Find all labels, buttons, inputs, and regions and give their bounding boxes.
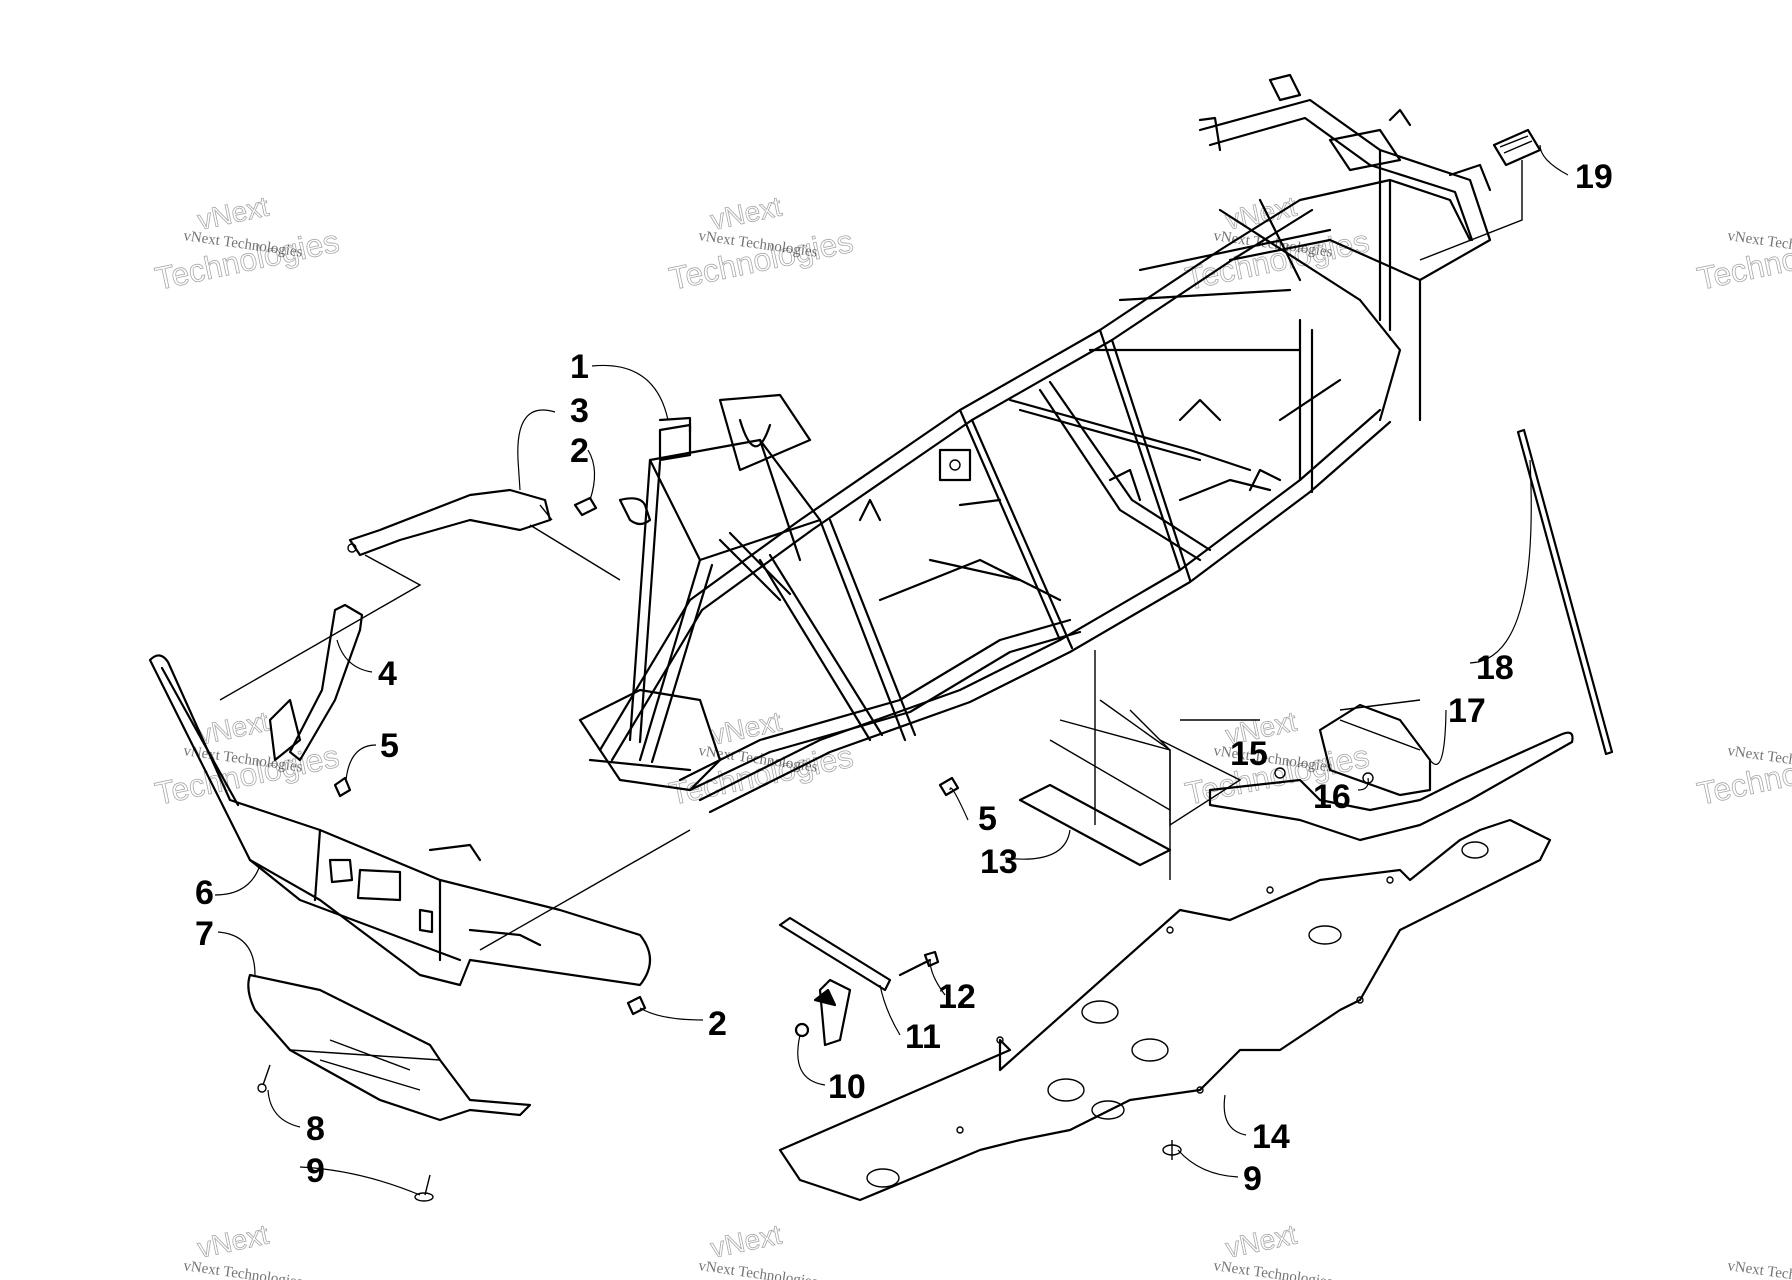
callout-5-center: 5 (978, 800, 997, 838)
callout-8: 8 (306, 1110, 325, 1148)
callout-13: 13 (980, 843, 1018, 881)
svg-text:Technologies: Technologies (666, 223, 856, 297)
fastener-12-bolt (898, 950, 940, 977)
fastener-10-nut (794, 1022, 810, 1038)
callout-10: 10 (828, 1068, 866, 1106)
fastener-5-center (938, 776, 960, 797)
part-11-bracket (778, 916, 892, 1047)
svg-text:vNext: vNext (708, 191, 785, 236)
callout-17: 17 (1448, 692, 1486, 730)
callout-19: 19 (1575, 158, 1613, 196)
part-14-skid-plate (778, 818, 1552, 1202)
fastener-9-right (1162, 1140, 1182, 1160)
svg-text:vNext Technologies: vNext Technologies (1726, 1258, 1792, 1280)
leader-lines (214, 144, 1569, 1196)
callout-6: 6 (195, 874, 214, 912)
part-19-label (1492, 128, 1542, 167)
callout-4: 4 (378, 655, 397, 693)
fastener-2-upper (573, 496, 598, 517)
watermark-top-center: vNext vNext Technologies Technologies (666, 190, 857, 297)
part-17-rear-rail (1208, 703, 1574, 842)
watermark-edge-right-top: vNext Technologies Technologies (1694, 222, 1792, 297)
fastener-5-left (333, 776, 352, 798)
callout-18: 18 (1476, 649, 1514, 687)
svg-text:vNext: vNext (708, 706, 785, 751)
fastener-9-left (414, 1174, 434, 1202)
callout-3: 3 (570, 392, 589, 430)
part-7-skid-guard (247, 973, 532, 1122)
svg-text:vNext: vNext (1223, 1219, 1300, 1264)
callout-1: 1 (570, 348, 589, 386)
watermark-bottom-row: vNext vNext Technologies vNext vNext Tec… (182, 1218, 1792, 1280)
callout-9-right: 9 (1243, 1160, 1262, 1198)
part-4-brace (288, 603, 364, 762)
fastener-8-screw (257, 1064, 271, 1093)
watermark-top-right: vNext vNext Technologies Technologies (1182, 190, 1373, 297)
callout-9-left: 9 (306, 1152, 325, 1190)
svg-text:Technologies: Technologies (152, 223, 342, 297)
callout-7: 7 (195, 915, 214, 953)
callout-16: 16 (1313, 778, 1351, 816)
callout-2-upper: 2 (570, 432, 589, 470)
svg-text:vNext: vNext (1223, 191, 1300, 236)
callout-12: 12 (938, 978, 976, 1016)
svg-text:vNext: vNext (195, 191, 272, 236)
fastener-15 (1274, 767, 1286, 779)
svg-text:vNext Technologies: vNext Technologies (1212, 1258, 1333, 1280)
svg-text:Technologies: Technologies (666, 738, 856, 812)
callout-11: 11 (905, 1018, 941, 1056)
part-3-bracket (347, 488, 553, 557)
main-frame (578, 73, 1492, 814)
svg-text:vNext Technologies: vNext Technologies (697, 1258, 818, 1280)
svg-text:vNext: vNext (708, 1219, 785, 1264)
part-18-rod (1516, 428, 1614, 756)
assembly-lines (219, 160, 1523, 951)
fastener-2-lower (626, 995, 647, 1016)
svg-text:vNext: vNext (195, 706, 272, 751)
svg-text:Technologies: Technologies (152, 738, 342, 812)
callout-15: 15 (1230, 735, 1268, 773)
svg-text:vNext: vNext (195, 1219, 272, 1264)
watermark-edge-right-mid: vNext Technologies Technologies (1694, 737, 1792, 812)
callout-numbers: 1 3 2 4 5 5 6 7 2 8 9 10 11 12 13 14 9 1… (195, 158, 1613, 1198)
svg-text:vNext Technologies: vNext Technologies (182, 1258, 303, 1280)
watermark-top-left: vNext vNext Technologies Technologies (152, 190, 343, 297)
callout-2-lower: 2 (708, 1005, 727, 1043)
part-6-front-bumper (148, 654, 652, 987)
callout-14: 14 (1252, 1118, 1290, 1156)
callout-5-left: 5 (380, 727, 399, 765)
